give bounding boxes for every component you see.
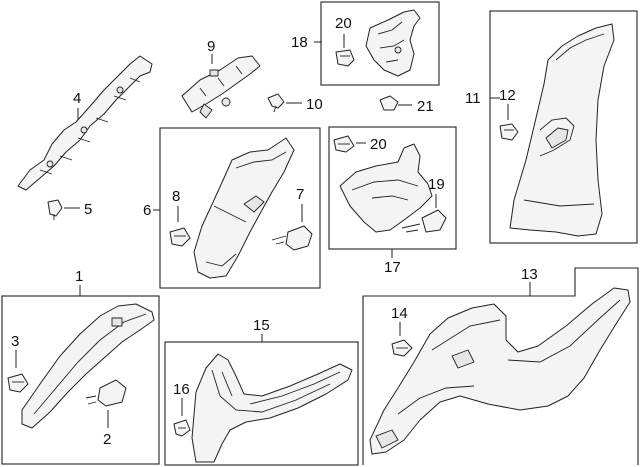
box-part-13 [362, 267, 639, 465]
part-1-pillar-trim [21, 303, 155, 429]
callout-17: 17 [384, 259, 401, 276]
part-19-cover [401, 209, 447, 233]
part-4-bracket [17, 55, 153, 191]
callout-6: 6 [143, 202, 151, 219]
callout-18: 18 [291, 34, 308, 51]
box-part-18 [320, 1, 440, 86]
part-10-clip [267, 93, 285, 113]
part-11-pillar-trim [509, 23, 615, 237]
part-8-clip [169, 227, 191, 247]
callout-15: 15 [253, 317, 270, 334]
part-12-clip [499, 123, 519, 141]
callout-11: 11 [465, 90, 481, 107]
callout-12: 12 [499, 87, 516, 104]
part-20-clip-lower [333, 135, 355, 153]
part-7-cover [271, 225, 313, 251]
callout-1: 1 [75, 268, 83, 285]
callout-10: 10 [306, 96, 323, 113]
part-18-bracket [365, 9, 421, 77]
callout-14: 14 [391, 305, 408, 322]
part-2-cover [85, 379, 127, 407]
callout-7: 7 [296, 186, 304, 203]
callout-21: 21 [417, 98, 434, 115]
callout-2: 2 [103, 431, 111, 448]
callout-13: 13 [521, 266, 538, 283]
part-9-bracket [181, 55, 261, 119]
part-14-clip [391, 339, 413, 357]
part-17-grab-handle [339, 143, 433, 233]
callout-9: 9 [207, 38, 215, 55]
part-15-sill-plate [191, 353, 353, 463]
part-6-pillar-trim [193, 137, 295, 279]
part-13-lower-trim [369, 287, 631, 455]
box-part-6 [159, 127, 321, 289]
part-16-clip [173, 419, 191, 437]
box-part-11 [489, 10, 638, 244]
part-3-clip [7, 373, 29, 393]
part-20-clip-upper [335, 49, 355, 67]
callout-8: 8 [172, 188, 180, 205]
callout-20-lower: 20 [370, 136, 387, 153]
callout-19: 19 [428, 176, 445, 193]
callout-5: 5 [84, 201, 92, 218]
callout-4: 4 [73, 90, 81, 107]
callout-3: 3 [11, 333, 19, 350]
part-21-clip [379, 95, 399, 111]
part-5-clip [47, 199, 63, 220]
callout-20-upper: 20 [335, 15, 352, 32]
callout-16: 16 [173, 381, 190, 398]
